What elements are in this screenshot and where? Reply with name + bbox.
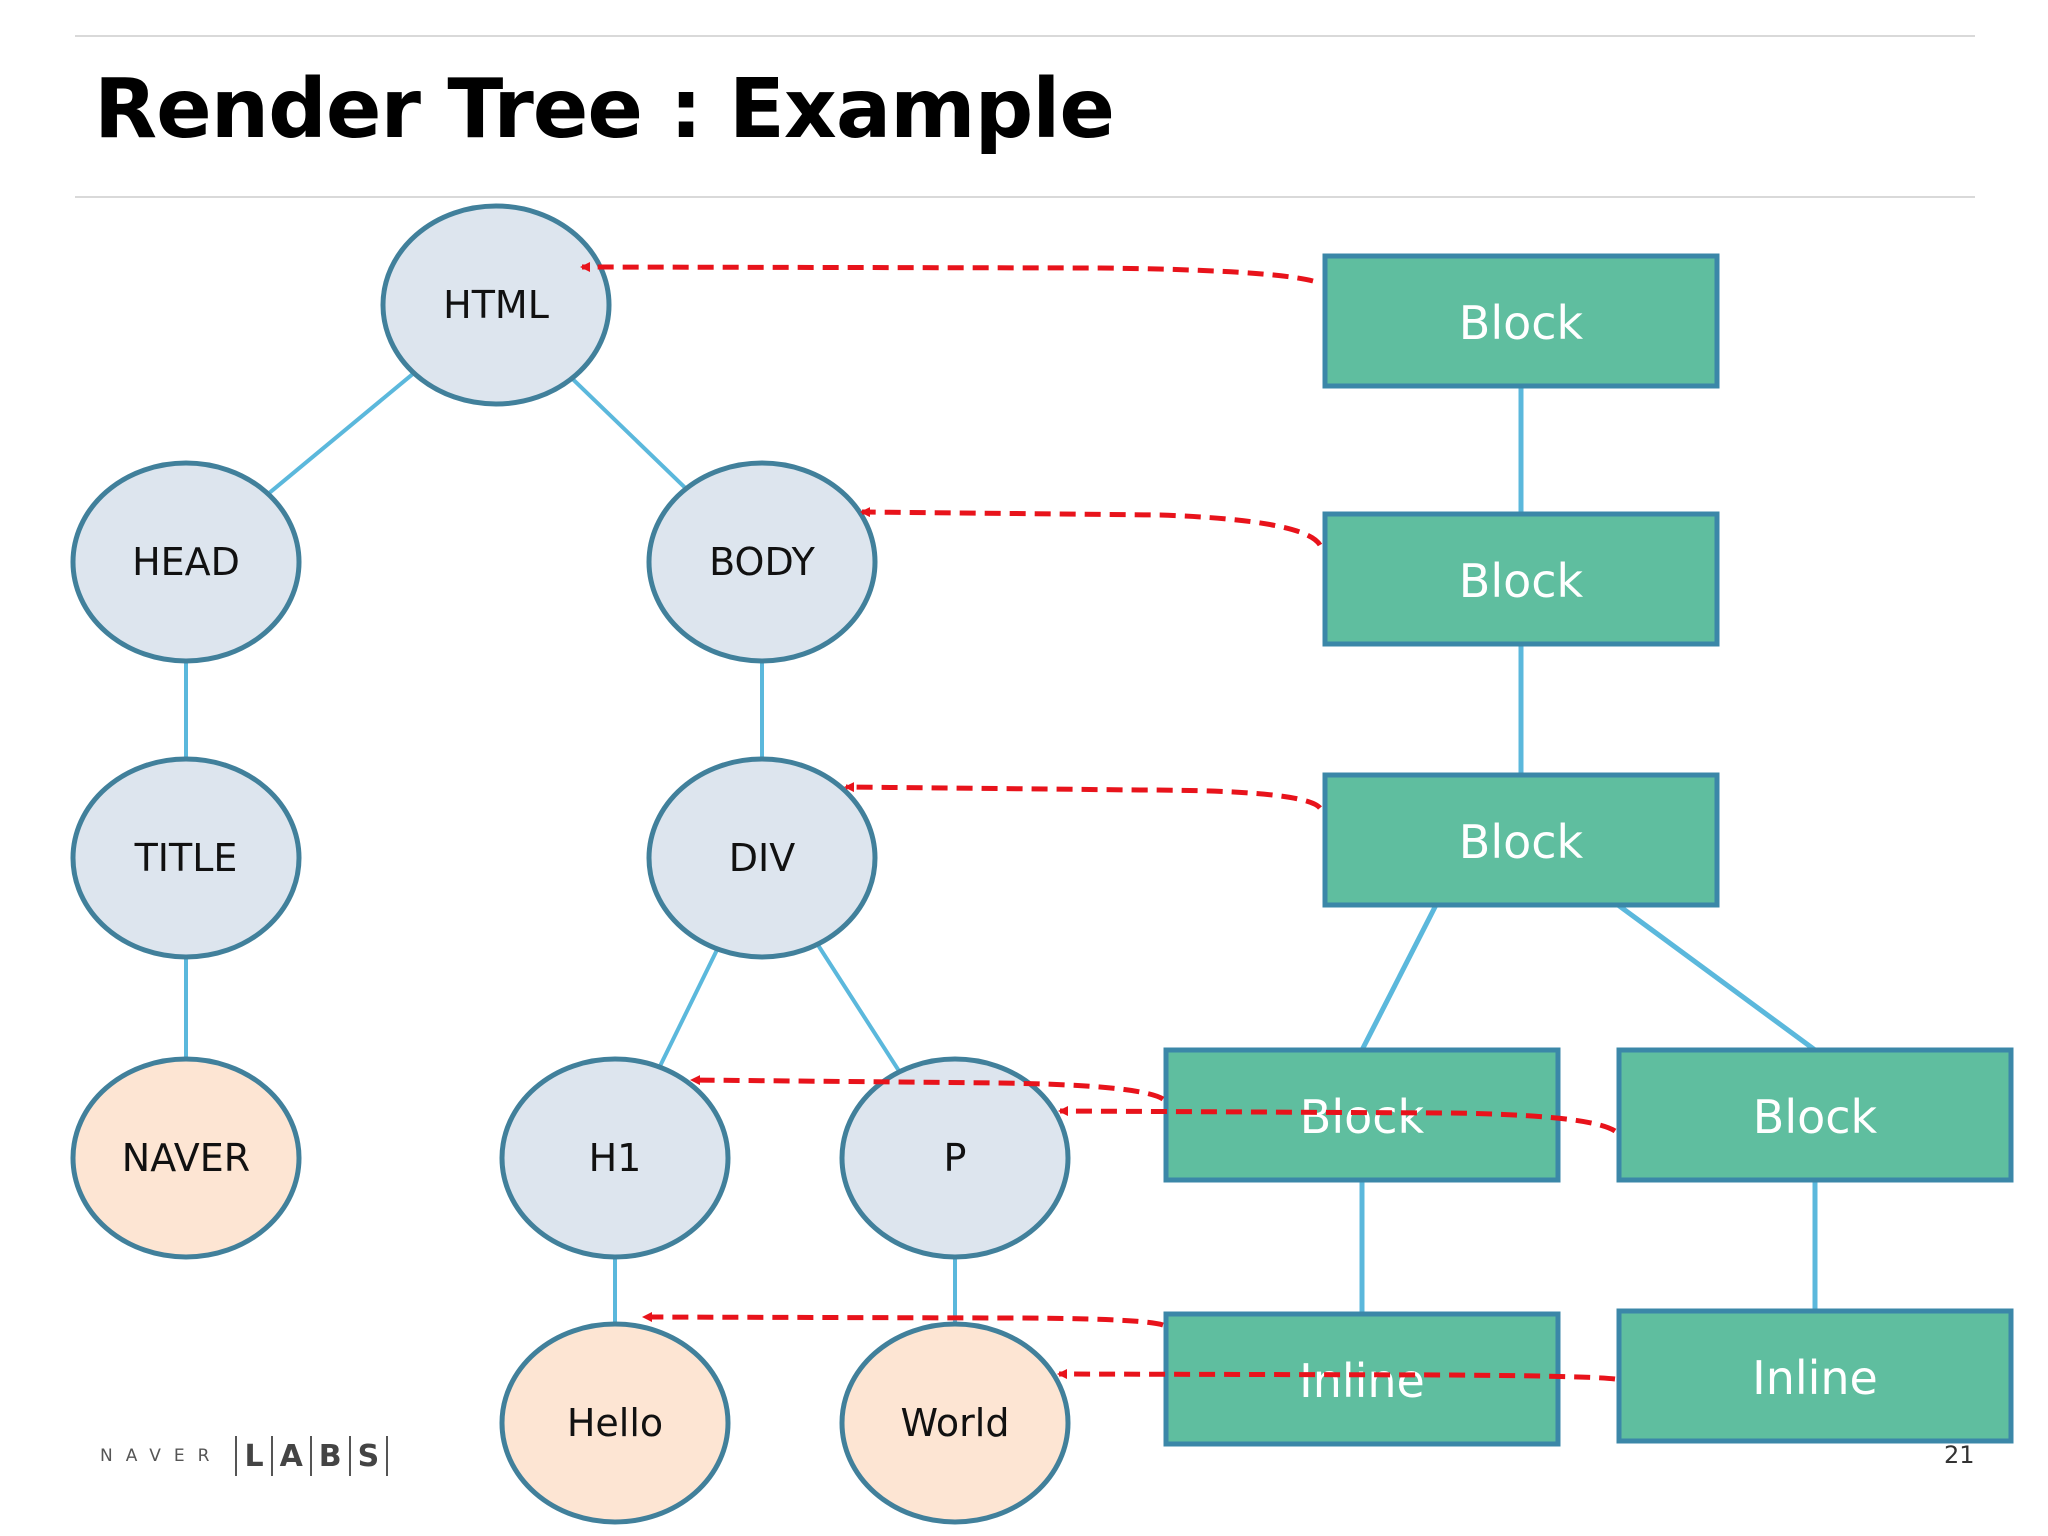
mapping-arrow-r_p-to-p: [1058, 1106, 1617, 1134]
dom-node-shape: [70, 1056, 302, 1260]
render-box-shape: [1322, 772, 1720, 908]
dom-tree-edge: [570, 376, 688, 491]
dom-node-shape: [70, 460, 302, 664]
dom-node-shape: [839, 1056, 1071, 1260]
dom-node-html: HTML: [380, 203, 612, 407]
mapping-arrow-r_div-to-div: [844, 782, 1322, 810]
tree-edges: [184, 371, 1818, 1324]
dom-node-shape: [380, 203, 612, 407]
page-number: 21: [1944, 1441, 1975, 1469]
mapping-arrow-r_world-to-world: [1057, 1369, 1616, 1382]
dom-node-shape: [839, 1321, 1071, 1525]
dom-tree-edge: [657, 948, 720, 1068]
render-box-r_world: Inline: [1616, 1308, 2014, 1444]
dom-node-hello: Hello: [499, 1321, 731, 1525]
logo-naver-text: NAVER: [100, 1446, 223, 1466]
render-box-r_p: Block: [1616, 1047, 2014, 1183]
render-box-r_html: Block: [1322, 253, 1720, 389]
dom-node-naver: NAVER: [70, 1056, 302, 1260]
dom-node-label: Hello: [567, 1401, 663, 1445]
logo-letter: A: [279, 1438, 303, 1474]
dom-node-p: P: [839, 1056, 1071, 1260]
logo-divider: [270, 1436, 273, 1476]
render-box-label: Inline: [1299, 1354, 1425, 1408]
dom-node-div: DIV: [646, 756, 878, 960]
dom-node-world: World: [839, 1321, 1071, 1525]
title-underline: [75, 196, 1975, 198]
logo-divider: [309, 1436, 312, 1476]
dom-node-label: NAVER: [122, 1136, 250, 1180]
mapping-arrows: [580, 262, 1617, 1382]
dom-node-body: BODY: [646, 460, 878, 664]
logo-divider: [348, 1436, 351, 1476]
dom-node-label: H1: [589, 1136, 642, 1180]
dom-node-label: P: [944, 1136, 967, 1180]
dom-node-title: TITLE: [70, 756, 302, 960]
dom-node-shape: [499, 1056, 731, 1260]
top-rule: [75, 35, 1975, 37]
logo-divider: [386, 1436, 389, 1476]
naver-labs-logo: NAVER L A B S: [100, 1432, 395, 1480]
mapping-arrow-r_body-to-body: [860, 507, 1323, 547]
logo-letter: L: [244, 1438, 264, 1474]
render-box-label: Block: [1459, 296, 1584, 350]
dom-node-shape: [70, 756, 302, 960]
render-box-shape: [1616, 1308, 2014, 1444]
dom-node-label: BODY: [709, 540, 815, 584]
logo-letter: B: [318, 1438, 342, 1474]
mapping-arrow-r_hello-to-hello: [642, 1312, 1164, 1328]
render-box-shape: [1163, 1311, 1561, 1447]
render-box-r_hello: Inline: [1163, 1311, 1561, 1447]
dom-node-shape: [646, 756, 878, 960]
dom-node-shape: [499, 1321, 731, 1525]
logo-divider: [235, 1436, 238, 1476]
mapping-arrow-r_h1-to-h1: [690, 1075, 1165, 1102]
dom-node-label: TITLE: [134, 836, 238, 880]
render-box-shape: [1322, 253, 1720, 389]
tree-nodes: HTML HEAD BODY TITLE DIV NAVER H1 P Hello World Bl…: [70, 203, 2014, 1525]
dom-node-h1: H1: [499, 1056, 731, 1260]
dom-node-head: HEAD: [70, 460, 302, 664]
logo-letter: S: [357, 1438, 380, 1474]
dom-node-label: HTML: [443, 283, 549, 327]
slide-title: Render Tree : Example: [94, 62, 1115, 157]
dom-node-label: DIV: [729, 836, 795, 880]
render-tree-edge: [1616, 902, 1817, 1053]
dom-tree-edge: [815, 943, 902, 1073]
render-box-label: Inline: [1752, 1351, 1878, 1405]
mapping-arrow-r_html-to-html: [580, 262, 1314, 284]
render-box-label: Block: [1753, 1090, 1878, 1144]
render-tree-edge: [1359, 903, 1439, 1052]
render-box-label: Block: [1459, 815, 1584, 869]
render-box-r_body: Block: [1322, 511, 1720, 647]
dom-node-shape: [646, 460, 878, 664]
dom-tree-edge: [266, 371, 416, 496]
dom-node-label: HEAD: [132, 540, 240, 584]
render-box-label: Block: [1459, 554, 1584, 608]
dom-node-label: World: [901, 1401, 1010, 1445]
render-box-shape: [1322, 511, 1720, 647]
render-box-shape: [1616, 1047, 2014, 1183]
render-box-label: Block: [1300, 1090, 1425, 1144]
render-box-r_div: Block: [1322, 772, 1720, 908]
